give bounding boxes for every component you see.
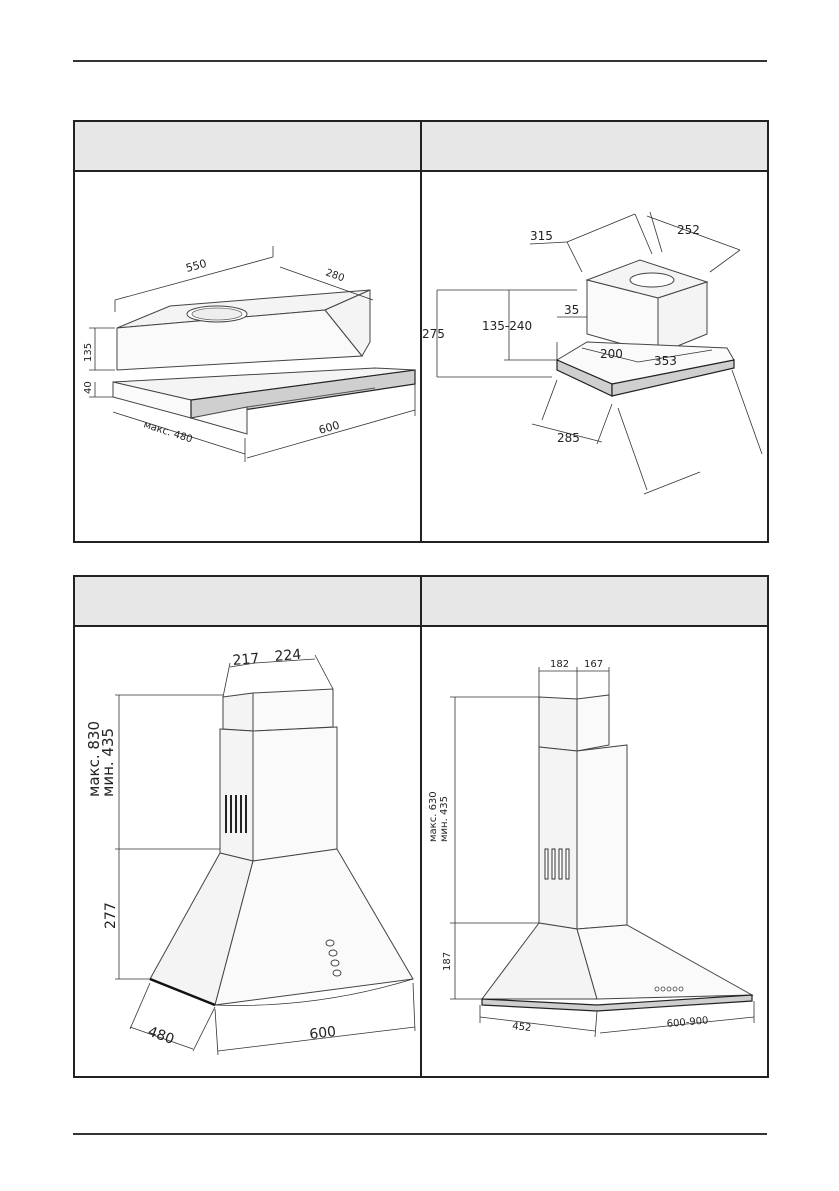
box-dim-315: 315 [530, 229, 553, 243]
top-left-header-cell [75, 122, 422, 172]
dome-hood-drawing: 217 224 макс. 830 мин. 435 277 480 600 [85, 647, 416, 1056]
slim-dim-135: 135 [83, 343, 94, 362]
slim-hood-figure: 550 280 135 40 макс. 480 600 [75, 172, 420, 541]
dome-dim-217: 217 [232, 651, 260, 669]
dome-dim-600: 600 [309, 1024, 337, 1043]
dome-hood-figure: 217 224 макс. 830 мин. 435 277 480 600 [75, 627, 420, 1076]
box-dim-285: 285 [557, 431, 580, 445]
pyramid-dim-167: 167 [584, 659, 603, 670]
box-dim-200: 200 [600, 347, 623, 361]
top-rule [73, 60, 767, 62]
top-right-header-cell [422, 122, 767, 172]
dome-dim-min435: мин. 435 [99, 728, 117, 797]
slim-dim-600: 600 [317, 419, 341, 437]
dome-dim-224: 224 [274, 647, 302, 665]
box-dim-35: 35 [564, 303, 579, 317]
box-dim-353: 353 [654, 354, 677, 368]
pyramid-dim-max630: макс. 630 [428, 791, 439, 842]
bottom-right-header-cell [422, 577, 767, 627]
pyramid-dim-182: 182 [550, 659, 569, 670]
dome-control-buttons [325, 939, 342, 977]
pyramid-hood-figure: 182 167 макс. 630 мин. 435 187 452 600-9… [422, 627, 767, 1076]
box-dim-135-240: 135-240 [482, 319, 532, 333]
slim-hood-drawing: 550 280 135 40 макс. 480 600 [83, 246, 416, 462]
box-dim-275: 275 [422, 327, 445, 341]
box-hood-figure: 315 252 275 135-240 35 200 353 285 [422, 172, 767, 541]
pyramid-dim-min435: мин. 435 [439, 796, 450, 842]
dome-dim-max830: макс. 830 [85, 721, 103, 797]
slim-dim-40: 40 [83, 381, 94, 394]
dome-dim-480: 480 [146, 1024, 177, 1048]
dome-dim-277: 277 [103, 902, 119, 929]
slim-dim-550: 550 [184, 257, 208, 275]
pyramid-vent-slots [544, 848, 570, 880]
bottom-rule [73, 1133, 767, 1135]
bottom-left-header-cell [75, 577, 422, 627]
top-column-divider [420, 122, 422, 541]
bottom-figure-table: 217 224 макс. 830 мин. 435 277 480 600 [73, 575, 769, 1078]
bottom-column-divider [420, 577, 422, 1076]
pyramid-dim-452: 452 [512, 1021, 532, 1034]
pyramid-dim-187: 187 [442, 952, 453, 971]
box-dim-252: 252 [677, 223, 700, 237]
pyramid-control-buttons [654, 986, 684, 992]
pyramid-hood-drawing: 182 167 макс. 630 мин. 435 187 452 600-9… [428, 659, 755, 1038]
slim-dim-max480: макс. 480 [142, 419, 194, 445]
pyramid-dim-600-900: 600-900 [666, 1015, 709, 1030]
dome-vent-slots [225, 795, 247, 833]
slim-dim-280: 280 [324, 267, 346, 284]
top-figure-table: 550 280 135 40 макс. 480 600 [73, 120, 769, 543]
box-hood-drawing: 315 252 275 135-240 35 200 353 285 [422, 211, 763, 495]
